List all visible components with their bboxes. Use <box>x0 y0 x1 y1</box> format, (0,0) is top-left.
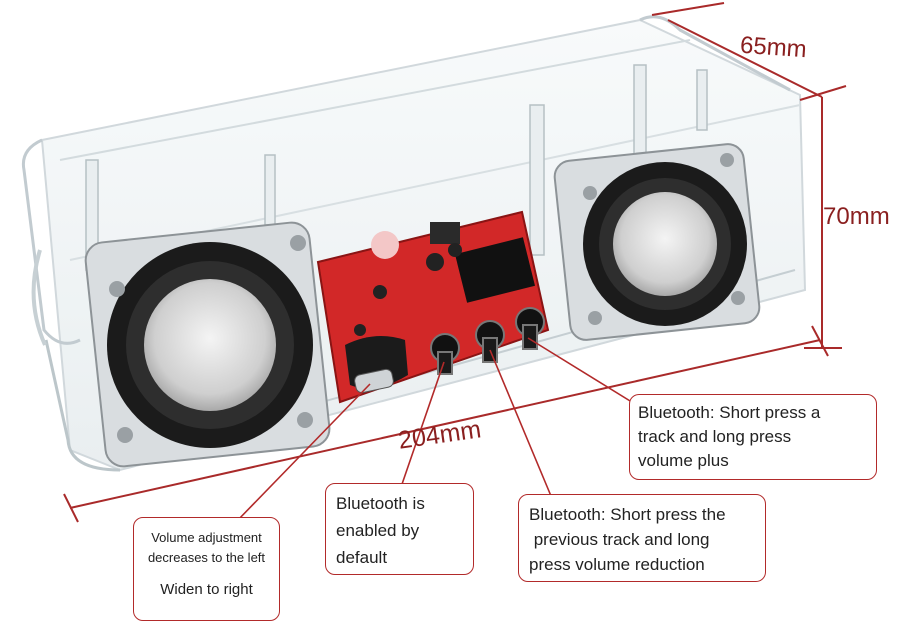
circuit-board <box>316 210 550 404</box>
callout-leaders <box>235 337 636 523</box>
control-knobs <box>430 307 545 375</box>
callout-line: decreases to the left <box>147 550 266 565</box>
callout-line: enabled by <box>336 521 420 540</box>
callout-line: volume plus <box>638 451 729 470</box>
callout-volume-knob: Volume adjustment decreases to the left … <box>133 517 280 621</box>
callout-line: Volume adjustment <box>151 530 262 545</box>
callout-next-track: Bluetooth: Short press a track and long … <box>629 394 877 480</box>
callout-line: previous track and long <box>529 530 710 549</box>
callout-line: Bluetooth is <box>336 494 425 513</box>
callout-bluetooth-default: Bluetooth is enabled by default <box>325 483 474 575</box>
height-dimension: 70mm <box>823 203 890 230</box>
dimension-lines <box>63 2 847 523</box>
spacer <box>142 568 271 580</box>
callout-line: default <box>336 548 388 567</box>
callout-line: press volume reduction <box>529 555 705 574</box>
callout-line: Widen to right <box>160 581 253 598</box>
width-dimension: 65mm <box>739 31 808 64</box>
callout-line: track and long press <box>638 427 792 446</box>
left-speaker <box>84 221 331 468</box>
callout-line: Bluetooth: Short press a <box>638 403 821 422</box>
callout-previous-track: Bluetooth: Short press the previous trac… <box>518 494 766 582</box>
right-speaker <box>553 143 761 341</box>
callout-line: Bluetooth: Short press the <box>529 505 726 524</box>
